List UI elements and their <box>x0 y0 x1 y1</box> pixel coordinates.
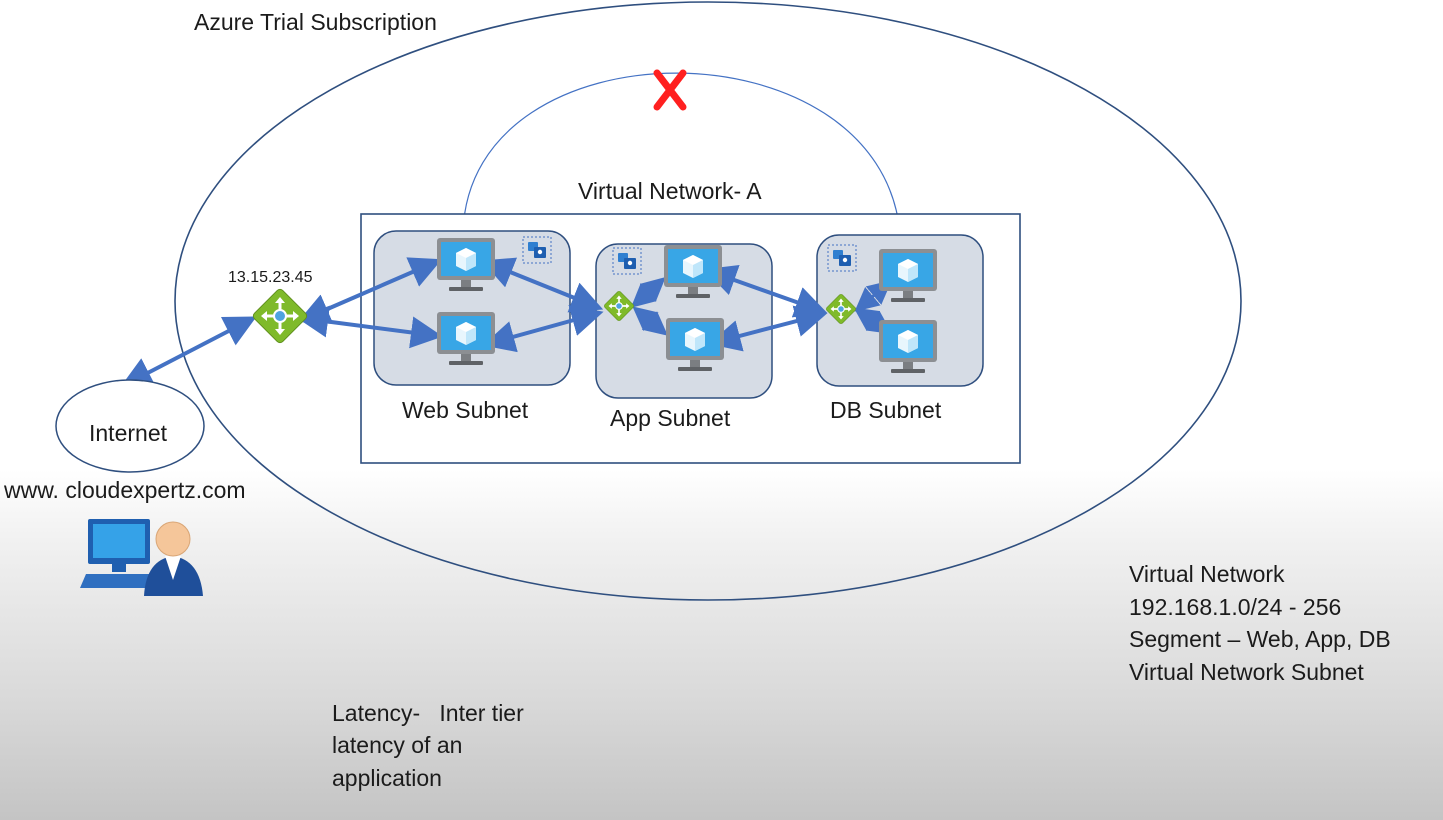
subscription-label: Azure Trial Subscription <box>194 9 437 35</box>
vnet-title: Virtual Network- A <box>578 178 762 204</box>
note-line: 192.168.1.0/24 - 256 <box>1129 594 1341 620</box>
arrow-web-vm2-to-app-lb <box>482 304 604 353</box>
latency-line: Latency- Inter tier <box>332 700 524 726</box>
arrow-internet-to-gateway <box>120 316 257 388</box>
subscription-boundary <box>174 1 1242 601</box>
vnet-notes: Virtual Network 192.168.1.0/24 - 256 Seg… <box>1129 561 1391 685</box>
web-subnet-label: Web Subnet <box>402 397 529 423</box>
arrow-app-vm1-to-db-lb <box>704 264 828 318</box>
arrow-app-lb-to-app-vm1 <box>630 277 666 308</box>
arrow-gateway-to-web-vm1 <box>297 257 443 324</box>
arrow-web-vm1-to-app-lb <box>481 257 604 313</box>
website-url: www. cloudexpertz.com <box>3 477 246 503</box>
db-subnet-label: DB Subnet <box>830 397 942 423</box>
internet-label: Internet <box>89 420 168 446</box>
internet-cloud <box>55 379 205 473</box>
blocked-x-icon <box>653 69 687 111</box>
note-line: Virtual Network Subnet <box>1129 659 1364 685</box>
load-balancer-icon <box>250 286 310 346</box>
traffic-arrows <box>120 257 893 388</box>
latency-notes: Latency- Inter tier latency of an applic… <box>332 700 524 791</box>
app-subnet-label: App Subnet <box>610 405 731 431</box>
arrow-app-vm2-to-db-lb <box>708 305 828 352</box>
latency-line: application <box>332 765 442 791</box>
public-ip-label: 13.15.23.45 <box>228 269 313 286</box>
arrow-gateway-to-web-vm2 <box>296 305 443 349</box>
arrow-app-lb-to-app-vm2 <box>632 306 668 336</box>
latency-line: latency of an <box>332 732 462 758</box>
note-line: Virtual Network <box>1129 561 1285 587</box>
note-line: Segment – Web, App, DB <box>1129 626 1391 652</box>
user-at-computer-icon <box>80 519 203 596</box>
blocked-web-to-db-path <box>462 72 905 236</box>
